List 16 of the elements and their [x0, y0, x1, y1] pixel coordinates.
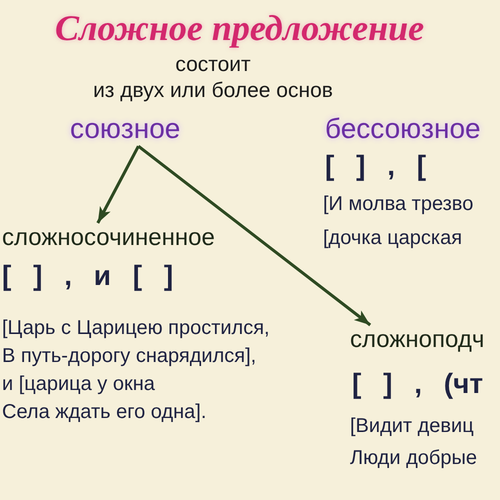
- example-sentence: [Царь с Царицею простился, В путь-дорогу снарядился], и [царица у окна Села ждать его одна].: [2, 316, 270, 425]
- arrow: [137, 145, 372, 326]
- example-sentence: Люди добрые: [350, 446, 477, 471]
- example-sentence: [Видит девиц: [350, 414, 474, 439]
- category-heading: союзное: [70, 113, 180, 146]
- sentence-scheme: [ ] , и [ ]: [2, 260, 174, 292]
- arrow: [96, 146, 140, 224]
- category-heading: бессоюзное: [325, 113, 481, 146]
- example-sentence: [дочка царская: [323, 226, 462, 251]
- title-text: Сложное предложение: [55, 8, 424, 50]
- subtitle-text: состоит из двух или более основ: [92, 52, 334, 104]
- sentence-scheme: [ ] , (чт: [352, 368, 484, 400]
- example-sentence: [И молва трезво: [323, 192, 474, 217]
- sentence-scheme: [ ] , [: [325, 150, 426, 182]
- category-heading: сложноподч: [350, 326, 484, 354]
- category-heading: сложносочиненное: [2, 224, 215, 252]
